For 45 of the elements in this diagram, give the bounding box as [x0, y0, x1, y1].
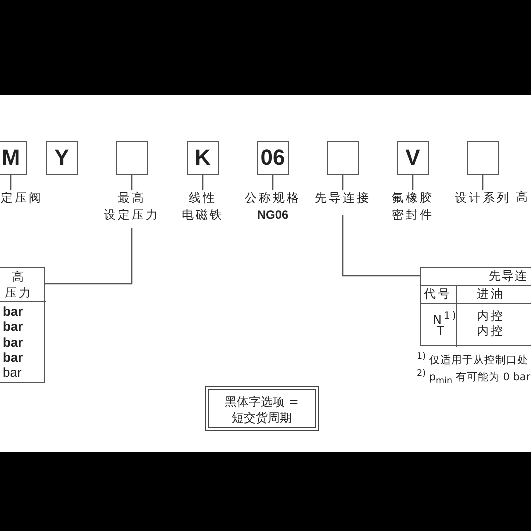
table-cell: bar — [3, 365, 22, 380]
header-cell-text: 高压力 — [4, 269, 34, 301]
table-cell: bar — [3, 334, 24, 350]
connector-line — [45, 228, 133, 285]
caption-text: 先导连接 — [315, 190, 371, 207]
table-cell: T — [437, 324, 446, 339]
table-cell: 内控 — [477, 309, 505, 324]
header-cell: 先导连 — [489, 269, 528, 284]
caption-text: 高 — [516, 190, 530, 205]
table-cell-text: N$^{1)}$ — [433, 310, 458, 327]
caption-text: 定压阀 — [1, 190, 43, 207]
connector-line — [131, 175, 133, 190]
code-box: Y — [46, 141, 78, 175]
table-cell: bar — [3, 319, 24, 334]
caption-text: 氟橡胶密封件 — [392, 190, 434, 224]
code-box: M — [0, 141, 27, 175]
pilot-table — [420, 267, 531, 346]
connector-line — [482, 175, 484, 190]
code-box: K — [187, 141, 219, 175]
connector-line — [412, 175, 414, 190]
code-box: 06 — [257, 141, 289, 175]
table-cell: 内控 — [477, 324, 505, 339]
table-cell: bar — [3, 304, 24, 319]
connector-line — [202, 175, 204, 190]
code-box — [467, 141, 499, 175]
code-box: V — [397, 141, 429, 175]
footnote-text: $^{1)}$ 仅适用于从控制口处 — [417, 351, 528, 368]
header-cell: 进油 — [477, 287, 505, 302]
table-cell: bar — [3, 350, 24, 365]
caption-text: 线性电磁铁 — [182, 190, 224, 224]
header-cell: 代号 — [424, 287, 452, 302]
note-box — [205, 386, 319, 431]
code-box — [116, 141, 148, 175]
caption-text: 最高设定压力 — [104, 190, 160, 224]
connector-line — [342, 175, 344, 190]
note-text: 黑体字选项 =短交货周期 — [224, 394, 300, 426]
pressure-table — [0, 267, 45, 383]
footnote-text: $^{2)}$ p$_{min}$ 有可能为 0 bar — [417, 368, 531, 389]
connector-line — [342, 215, 420, 277]
connector-line — [10, 175, 12, 190]
caption-text: 设计系列 — [455, 190, 511, 207]
code-box — [327, 141, 359, 175]
caption-text: 公称规格 — [245, 190, 301, 207]
size-code: NG06 — [256, 207, 290, 224]
connector-line — [272, 175, 274, 190]
